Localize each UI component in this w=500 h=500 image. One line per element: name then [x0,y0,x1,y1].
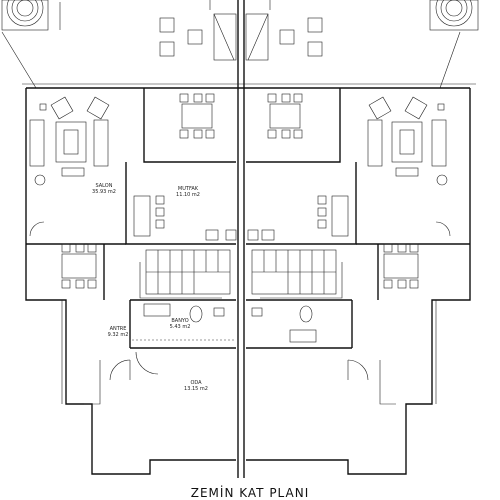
plan-title: ZEMİN KAT PLANI [190,486,310,500]
room-area: 35.93 m2 [92,189,116,195]
exterior-walls [22,83,476,475]
dining-table-right [267,93,303,139]
lower-rooms [61,300,437,405]
room-label-salon: SALON 35.93 m2 [84,183,124,195]
room-label-oda: ODA 13.15 m2 [176,380,216,392]
room-label-mutfak: MUTFAK 11.10 m2 [168,186,208,198]
bathroom-left [132,303,236,341]
corner-feature-right [429,0,479,31]
room-name: BANYO [171,318,189,324]
room-area: 9.32 m2 [107,332,129,338]
room-name: MUTFAK [177,186,199,192]
kitchen-left [133,195,237,241]
terrace-lines [1,0,461,89]
bathroom-right [251,305,317,343]
room-area: 11.10 m2 [176,192,200,198]
staircase-right [251,249,337,295]
living-furniture-left [29,96,110,186]
center-divider [237,0,245,478]
room-name: ODA [190,380,202,386]
corner-feature-left [1,0,49,31]
room-name: ANTRE [109,326,127,332]
left-unit-interior [26,88,236,349]
room-name: SALON [95,183,113,189]
dining-set-lower-left [61,243,97,289]
staircase-left [145,249,231,295]
kitchen-right [247,195,349,241]
room-area: 13.15 m2 [184,386,208,392]
room-label-banyo: BANYO 5.43 m2 [160,318,200,330]
dining-set-lower-right [383,243,419,289]
living-furniture-right [367,96,448,186]
room-area: 5.43 m2 [169,324,191,330]
dining-table-left [179,93,215,139]
right-unit-interior [246,88,470,349]
outdoor-furniture [159,13,323,61]
room-label-antre: ANTRE 9.32 m2 [98,326,138,338]
doors [29,221,451,381]
